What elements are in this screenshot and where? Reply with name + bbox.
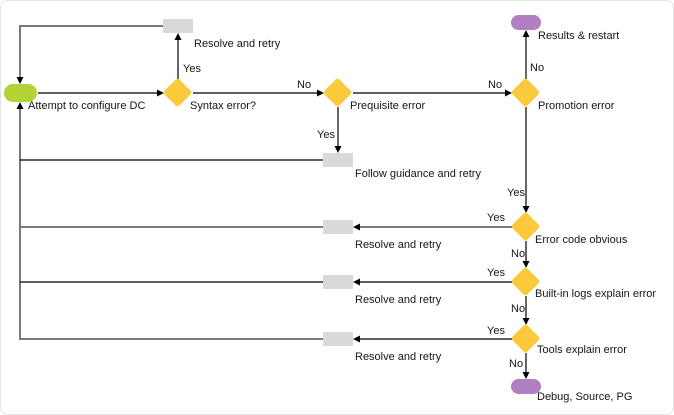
edge-label-error-code-yes: Yes: [487, 212, 505, 224]
process-resolve-retry-3: [323, 332, 353, 346]
process-resolve-retry-1: [323, 220, 353, 234]
start-node: [4, 84, 37, 102]
edge-label-prerequisite-yes: Yes: [317, 129, 335, 141]
edge-label-promotion-yes: Yes: [507, 187, 525, 199]
edge-label-promotion-no: No: [530, 62, 545, 74]
debug-source-pg-label: Debug, Source, PG: [537, 391, 633, 403]
edge-label-tools-yes: Yes: [487, 325, 505, 337]
edge-label-syntax-no: No: [297, 79, 312, 91]
resolve-retry-2-label: Resolve and retry: [355, 294, 442, 306]
edge-label-syntax-yes: Yes: [183, 63, 201, 75]
edge-label-error-code-no: No: [511, 248, 526, 260]
start-node-label: Attempt to configure DC: [28, 100, 146, 112]
error-code-obvious-label: Error code obvious: [535, 234, 628, 246]
edge-label-prerequisite-no: No: [488, 79, 503, 91]
terminator-results-restart: [511, 15, 541, 30]
tools-explain-label: Tools explain error: [537, 344, 627, 356]
edge-label-tools-no: No: [509, 358, 524, 370]
edge-label-builtin-yes: Yes: [487, 267, 505, 279]
follow-guidance-label: Follow guidance and retry: [355, 168, 481, 180]
builtin-logs-label: Built-in logs explain error: [535, 288, 657, 300]
prerequisite-error-label: Prequisite error: [350, 100, 426, 112]
resolve-retry-3-label: Resolve and retry: [355, 351, 442, 363]
resolve-retry-1-label: Resolve and retry: [355, 239, 442, 251]
process-resolve-retry-2: [323, 275, 353, 289]
edge-label-builtin-no: No: [511, 303, 526, 315]
terminator-debug-source-pg: [511, 379, 541, 394]
promotion-error-label: Promotion error: [538, 100, 615, 112]
process-resolve-retry-top: [163, 19, 193, 33]
resolve-retry-top-label: Resolve and retry: [194, 38, 281, 50]
syntax-error-label: Syntax error?: [190, 100, 257, 112]
process-follow-guidance: [323, 153, 353, 167]
results-restart-label: Results & restart: [538, 30, 620, 42]
